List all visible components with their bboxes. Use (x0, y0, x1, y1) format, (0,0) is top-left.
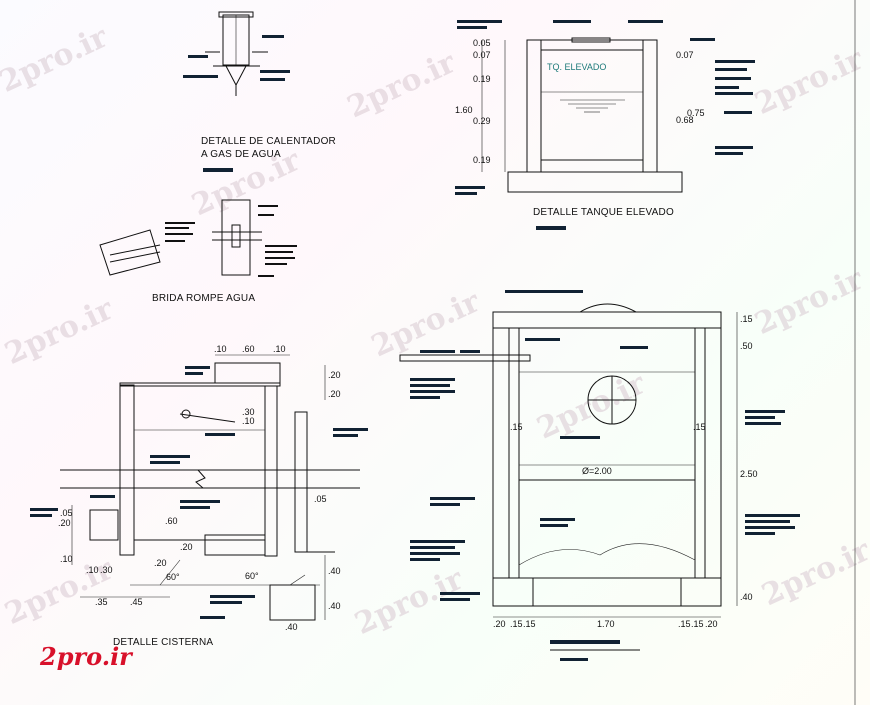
angle-label: 60° (245, 571, 259, 581)
watermark: 2pro.ir (0, 291, 120, 372)
calentador-title-line1: DETALLE DE CALENTADOR (201, 136, 336, 147)
dim-label: .10 (214, 344, 227, 354)
watermark: 2pro.ir (750, 261, 870, 342)
dim-label: .05 (314, 494, 327, 504)
inlet-pipe (399, 354, 531, 362)
tanque-title: DETALLE TANQUE ELEVADO (533, 207, 674, 218)
left-fill (492, 327, 510, 579)
dim-label: .20 (180, 542, 193, 552)
manhole (214, 362, 281, 384)
dim-label: .15 (678, 619, 691, 629)
dim-label: .15 (510, 422, 523, 432)
brida-detail: BRIDA ROMPE AGUA (99, 199, 297, 304)
cisterna-title: DETALLE CISTERNA (113, 637, 213, 648)
tank-roof (540, 39, 644, 51)
dim-label: .30 (100, 565, 113, 575)
brida-title: BRIDA ROMPE AGUA (152, 293, 255, 304)
dim-label: .60 (165, 516, 178, 526)
dim-label: .10 (242, 416, 255, 426)
right-fill (704, 327, 722, 579)
dim-label: .10 (86, 565, 99, 575)
dim-label: .20 (328, 370, 341, 380)
cistern-section-detail: Ø=2.00 .15 .15 .15 .50 2.50 .40 .20 .15 … (399, 290, 800, 661)
tank-base (507, 171, 683, 193)
vent-pipe (294, 411, 308, 553)
dim-label: .35 (95, 597, 108, 607)
dim-label: .40 (328, 601, 341, 611)
watermark: 2pro.ir (342, 45, 462, 126)
wall-section (221, 199, 251, 276)
angle-label: 60° (166, 572, 180, 582)
hatch-cover (579, 303, 637, 313)
dim-label: .45 (130, 597, 143, 607)
dim-label: .15 (523, 619, 536, 629)
dim-label: 0.05 (473, 38, 491, 48)
site-logo: 2pro.ir (39, 642, 134, 671)
dim-label: .10 (60, 554, 73, 564)
watermark: 2pro.ir (757, 532, 870, 613)
tank-label: TQ. ELEVADO (547, 62, 606, 72)
dim-label: .40 (328, 566, 341, 576)
dim-label: .20 (154, 558, 167, 568)
dim-label: .15 (740, 314, 753, 324)
diameter-label: Ø=2.00 (582, 466, 612, 476)
dim-label: 1.60 (455, 105, 473, 115)
dim-label: .05 (60, 508, 73, 518)
dim-label: 0.19 (473, 155, 491, 165)
cisterna-detail: .10 .60 .10 .20 .20 .05 .40 .40 .30 .10 … (30, 344, 368, 648)
dim-label: 2.50 (740, 469, 758, 479)
gravel (518, 543, 696, 579)
dim-label: .20 (58, 518, 71, 528)
watermark: 2pro.ir (532, 366, 652, 447)
calentador-detail: DETALLE DE CALENTADOR A GAS DE AGUA (183, 11, 336, 172)
dim-label: .20 (705, 619, 718, 629)
tanque-detail: TQ. ELEVADO 0.05 0.07 0.19 1.60 0.29 0.1… (455, 20, 755, 230)
watermark: 2pro.ir (0, 19, 114, 100)
dim-label: 0.68 (676, 115, 694, 125)
scale-tag (203, 168, 233, 172)
dim-label: 0.07 (676, 50, 694, 60)
dim-label: 0.19 (473, 74, 491, 84)
dim-label: .10 (273, 344, 286, 354)
dim-label: .15 (510, 619, 523, 629)
dim-label: .15 (691, 619, 704, 629)
dim-label: 0.29 (473, 116, 491, 126)
dim-label: .15 (693, 422, 706, 432)
dim-label: .60 (242, 344, 255, 354)
tank-right-wall (642, 39, 658, 173)
tank-left-wall (526, 39, 542, 173)
dim-label: .30 (242, 407, 255, 417)
cover-slab (492, 311, 722, 329)
watermark: 2pro.ir (350, 561, 470, 642)
dim-label: .20 (493, 619, 506, 629)
dim-label: .20 (328, 389, 341, 399)
dim-label: 0.07 (473, 50, 491, 60)
dim-label: .50 (740, 341, 753, 351)
dim-label: 1.70 (597, 619, 615, 629)
watermark: 2pro.ir (750, 41, 870, 122)
footing (269, 584, 316, 621)
dim-label: 0.75 (687, 108, 705, 118)
sump (204, 534, 266, 556)
dim-label: .40 (740, 592, 753, 602)
base-slab (492, 577, 722, 607)
dim-label: .40 (285, 622, 298, 632)
tank-bottom (540, 159, 644, 173)
calentador-title-line2: A GAS DE AGUA (201, 149, 281, 160)
